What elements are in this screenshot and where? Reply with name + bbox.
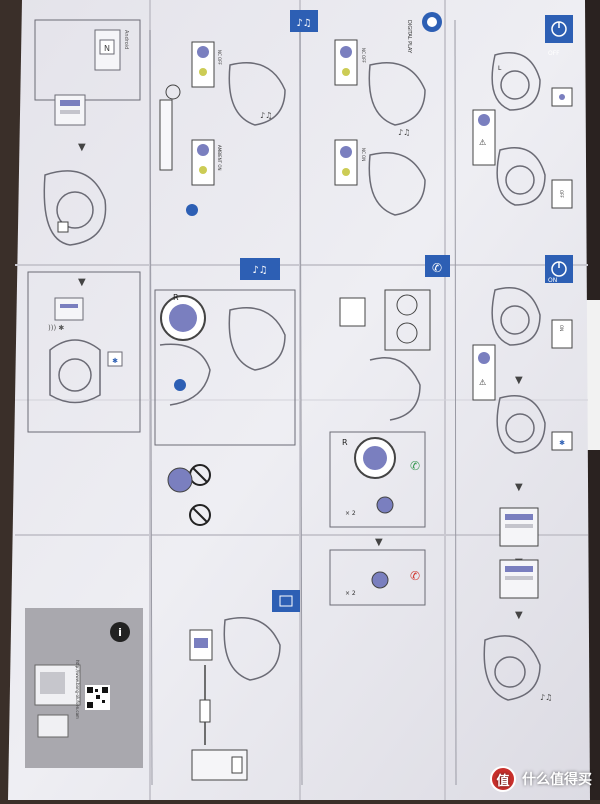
col4-headphone-off-2: OFF bbox=[496, 147, 573, 209]
svg-text:♪♫: ♪♫ bbox=[540, 693, 552, 702]
on-label: ON bbox=[548, 277, 557, 284]
arrow-down-1: ▼ bbox=[78, 142, 86, 153]
svg-text:ON: ON bbox=[559, 325, 564, 331]
times-two-label-1: × 2 bbox=[345, 510, 356, 517]
col3-head-1: ♪♫ bbox=[368, 62, 426, 137]
step-r-label-2: R bbox=[342, 438, 348, 447]
col3-hangup-panel: ✆ × 2 bbox=[329, 549, 426, 606]
col4-headphone-on-1: ON bbox=[491, 287, 573, 349]
nfc-label: N bbox=[104, 44, 110, 53]
col4-app-screen-2 bbox=[499, 559, 539, 599]
col4-headphone-on-2: ✱ bbox=[496, 395, 573, 454]
col3-call-section: ✆ bbox=[339, 255, 450, 421]
svg-text:♪♫: ♪♫ bbox=[296, 18, 311, 29]
times-two-label-2: × 2 bbox=[345, 590, 356, 597]
watermark-text: 什么值得买 bbox=[522, 772, 592, 788]
info-device bbox=[37, 714, 69, 738]
svg-text:♪♫: ♪♫ bbox=[252, 265, 267, 276]
arrow-down-4: ▼ bbox=[515, 375, 523, 386]
info-icon bbox=[110, 622, 130, 642]
col2-nc-diagram-2: AMBIENT ON bbox=[186, 139, 222, 216]
col2-cable-section bbox=[189, 590, 300, 781]
arrow-down-7: ▼ bbox=[515, 610, 523, 621]
arrow-down-3: ▼ bbox=[375, 537, 383, 548]
qr-caption: http://www.bang-olufsen.com bbox=[75, 660, 80, 719]
col1-headphone-2: ✱ bbox=[49, 339, 123, 404]
arrow-down-5: ▼ bbox=[515, 482, 523, 493]
svg-text:⚠: ⚠ bbox=[479, 138, 486, 147]
col2-top-icons: ♪♫ bbox=[165, 10, 318, 100]
svg-text:♪♫: ♪♫ bbox=[398, 128, 410, 137]
col4-app-screen-1 bbox=[499, 507, 539, 547]
col2-no-gesture-2 bbox=[189, 504, 211, 526]
col2-section-icon: ♪♫ bbox=[240, 258, 280, 280]
arrow-down-2: ▼ bbox=[78, 277, 86, 288]
brand-label: DIGITAL PLAY bbox=[406, 20, 412, 54]
app-label: Android bbox=[123, 30, 129, 49]
nc-off-label-2: NC OFF bbox=[361, 48, 366, 64]
col3-nc-diagram-2: NC ON bbox=[334, 139, 366, 186]
right-edge-paper-scrap bbox=[586, 300, 600, 450]
col4-switch-diagram-2: ⚠ bbox=[472, 344, 496, 401]
on-header: ON bbox=[545, 255, 573, 284]
col2-nc-diagram-1: NC OFF bbox=[191, 41, 222, 88]
svg-text:))) ✱: ))) ✱ bbox=[48, 324, 64, 332]
col1-screen-diagram bbox=[54, 94, 86, 126]
off-label: OFF bbox=[548, 50, 560, 57]
col4-headphone-off-1: L bbox=[491, 52, 573, 111]
green-phone-icon: ✆ bbox=[410, 459, 420, 473]
svg-text:♪♫: ♪♫ bbox=[260, 111, 272, 120]
off-header: OFF bbox=[545, 15, 573, 57]
col2-label-strip bbox=[159, 99, 173, 171]
ambient-label: AMBIENT ON bbox=[217, 145, 222, 171]
col3-brand: DIGITAL PLAY bbox=[406, 12, 442, 54]
col1-phone-pairing: ))) ✱ bbox=[48, 297, 84, 332]
col3-nc-diagram-1: NC OFF bbox=[334, 39, 366, 86]
col1-mid-box bbox=[27, 271, 141, 433]
col4-headphone-final: ♪♫ bbox=[483, 635, 552, 702]
col2-head-2 bbox=[228, 307, 286, 371]
watermark-logo: 值 bbox=[490, 766, 516, 792]
col1-top-box: N Android bbox=[34, 19, 141, 101]
red-phone-icon: ✆ bbox=[410, 569, 420, 583]
col1-hand-headphone bbox=[43, 170, 107, 246]
step-l-label-1: L bbox=[498, 65, 502, 72]
col2-no-gesture-1 bbox=[167, 464, 211, 493]
col2-touch-panel: R bbox=[154, 289, 296, 446]
nc-off-label-1: NC OFF bbox=[217, 50, 222, 66]
svg-text:✱: ✱ bbox=[112, 357, 118, 365]
svg-text:⚠: ⚠ bbox=[479, 378, 486, 387]
svg-text:✆: ✆ bbox=[432, 261, 442, 275]
watermark: 值 什么值得买 bbox=[490, 766, 592, 792]
nc-on-label: NC ON bbox=[361, 148, 366, 161]
col4-switch-diagram-1: ⚠ bbox=[472, 109, 496, 166]
step-r-label-1: R bbox=[173, 293, 179, 302]
col3-answer-panel: R ✆ × 2 bbox=[329, 431, 426, 528]
info-panel: i http://www.bang-olufsen.com bbox=[25, 608, 143, 768]
col3-head-2 bbox=[368, 152, 426, 216]
column-rules bbox=[149, 19, 457, 786]
svg-text:OFF: OFF bbox=[559, 190, 564, 198]
svg-text:✱: ✱ bbox=[559, 439, 565, 447]
info-icon-label: i bbox=[118, 626, 122, 639]
col2-head-1: ♪♫ bbox=[228, 62, 286, 126]
